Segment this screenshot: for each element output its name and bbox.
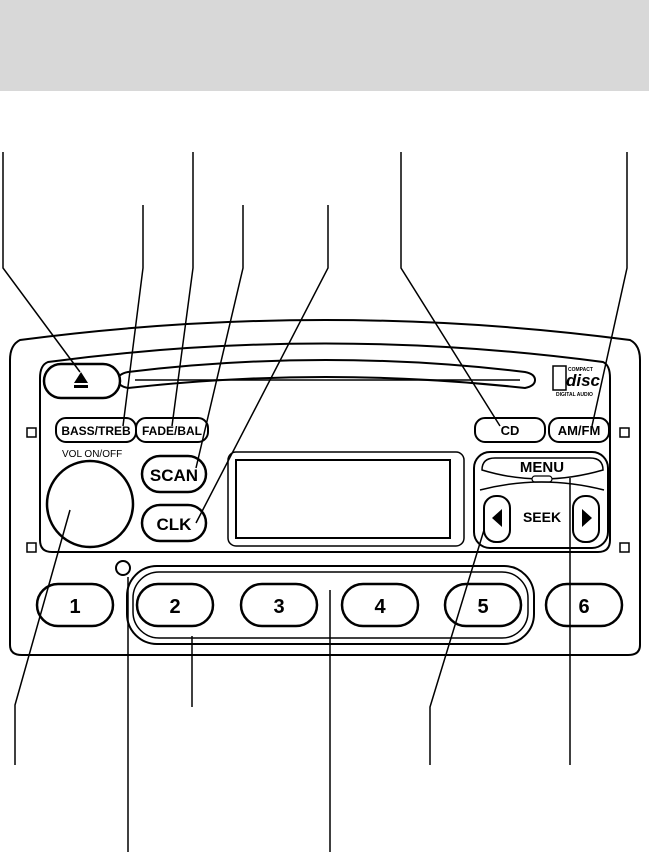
indicator-hole [115, 560, 131, 576]
callout-volume [14, 509, 71, 765]
preset-label: 6 [578, 596, 589, 618]
callout-lines [2, 152, 628, 852]
eject-icon [74, 372, 88, 383]
callout-scan [195, 205, 244, 469]
am-fm-button[interactable]: AM/FM [548, 417, 610, 443]
preset-button-3[interactable]: 3 [239, 582, 319, 628]
logo-compact: COMPACT [568, 367, 593, 373]
callout-fade-bal [171, 152, 194, 427]
preset-button-4[interactable]: 4 [340, 582, 420, 628]
clk-label: CLK [157, 515, 193, 534]
preset-button-6[interactable]: 6 [544, 582, 624, 628]
mount-square-left-lower [26, 542, 37, 553]
fade-bal-button[interactable]: FADE/BAL [135, 417, 209, 443]
mount-square-left-upper [26, 427, 37, 438]
preset-label: 1 [69, 596, 80, 618]
callout-eject [2, 152, 81, 373]
menu-button[interactable]: MENU [481, 457, 604, 483]
preset-button-shape [35, 582, 115, 628]
preset-button-shape [239, 582, 319, 628]
scan-button[interactable]: SCAN [140, 454, 208, 494]
callout-am-fm [591, 152, 628, 427]
seek-divider-arc [479, 481, 605, 491]
logo-digital-audio: DIGITAL AUDIO [556, 392, 593, 398]
vol-on-off-label: VOL ON/OFF [62, 449, 122, 460]
preset-label: 5 [477, 596, 488, 618]
logo-disc: disc [566, 371, 601, 390]
preset-button-shape [544, 582, 624, 628]
radio-upper-panel [39, 342, 611, 553]
preset-label: 3 [273, 596, 284, 618]
scan-label: SCAN [150, 466, 198, 485]
callout-clk [195, 205, 329, 524]
callout-bass-treb [122, 205, 144, 427]
bass-treb-label: BASS/TREB [61, 424, 131, 438]
compact-disc-logo: COMPACT disc DIGITAL AUDIO [552, 365, 601, 398]
eject-icon-bar [74, 385, 88, 388]
preset-label: 2 [169, 596, 180, 618]
clk-button[interactable]: CLK [140, 503, 208, 543]
callout-seek [429, 529, 485, 765]
mount-square-right-upper [619, 427, 630, 438]
cd-label: CD [501, 423, 520, 438]
eject-button[interactable] [42, 362, 122, 400]
menu-label: MENU [520, 459, 564, 476]
fade-bal-label: FADE/BAL [142, 424, 202, 438]
preset-button-2[interactable]: 2 [135, 582, 215, 628]
seek-label: SEEK [523, 509, 561, 525]
display-screen [235, 459, 451, 539]
triangle-left-icon [492, 509, 502, 527]
menu-indicator [531, 475, 553, 483]
mount-square-right-lower [619, 542, 630, 553]
preset-button-1[interactable]: 1 [35, 582, 115, 628]
preset-label: 4 [374, 596, 386, 618]
cd-button[interactable]: CD [474, 417, 546, 443]
preset-button-shape [340, 582, 420, 628]
volume-knob[interactable] [45, 459, 135, 549]
header-band [0, 0, 649, 91]
callout-cd [400, 152, 501, 427]
preset-buttons: 1 2 3 4 5 6 [35, 582, 624, 628]
am-fm-label: AM/FM [558, 423, 601, 438]
seek-right-button[interactable] [572, 495, 600, 543]
seek-left-button[interactable] [483, 495, 511, 543]
preset-button-shape [135, 582, 215, 628]
triangle-right-icon [582, 509, 592, 527]
